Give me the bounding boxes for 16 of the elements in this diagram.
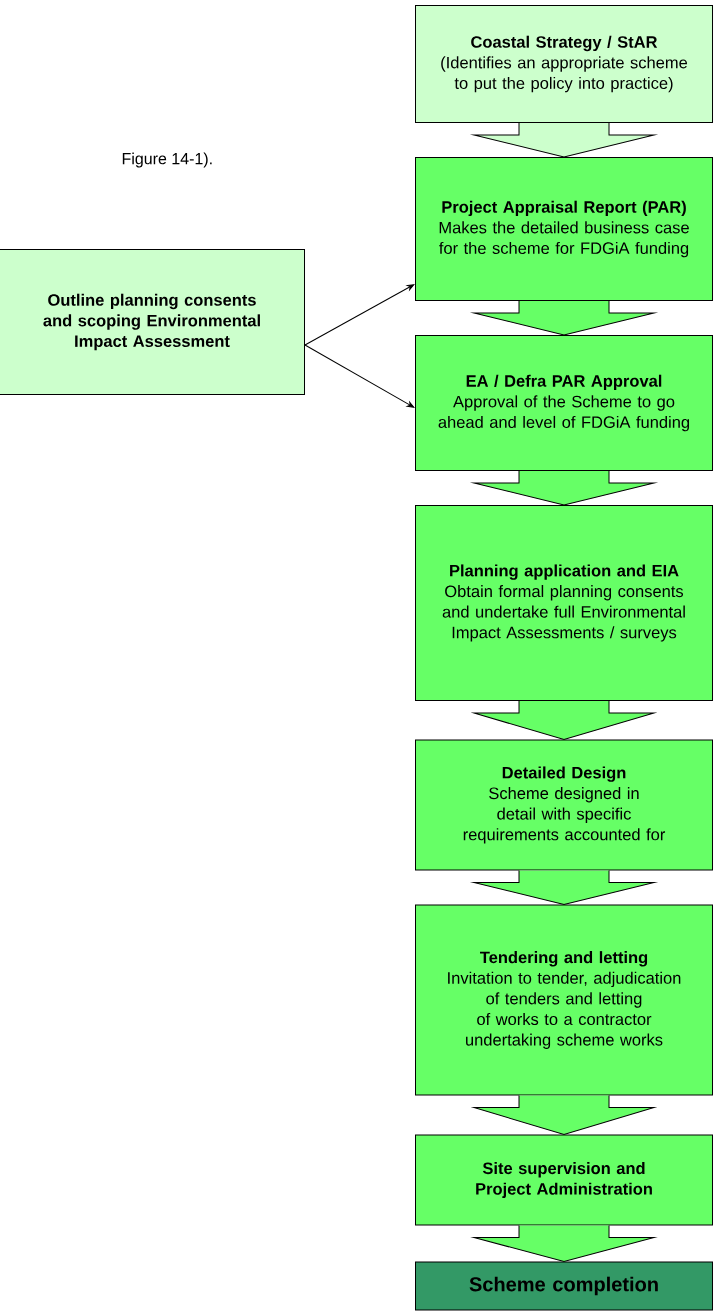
arrow [304, 284, 415, 346]
process-box: Scheme completion [415, 1261, 713, 1311]
process-box: Detailed Design Scheme designed in detail with specific requirements accounted for [415, 739, 713, 871]
process-box: Site supervision and Project Administration [415, 1134, 713, 1226]
block-arrow [473, 1225, 655, 1262]
figure-reference: Figure 14-1). [122, 152, 212, 168]
process-box: Planning application and EIA Obtain formal planning consents and undertake full Environmental Impact Assessments / surveys [415, 505, 713, 701]
process-box: Tendering and letting Invitation to tender, adjudication of tenders and letting of works to a contractor undertaking scheme works [415, 904, 713, 1096]
process-box: Project Appraisal Report (PAR) Makes the detailed business case for the scheme for FDGiA funding [415, 157, 713, 301]
block-arrow [473, 870, 655, 905]
arrow [304, 344, 415, 408]
block-arrow [473, 1095, 655, 1135]
block-arrow [473, 700, 655, 740]
process-box: EA / Defra PAR Approval Approval of the Scheme to go ahead and level of FDGiA funding [415, 335, 713, 471]
process-box: Coastal Strategy / StAR (Identifies an appropriate scheme to put the policy into practice) [415, 5, 713, 123]
process-box: Outline planning consents and scoping Environmental Impact Assessment [0, 249, 305, 395]
